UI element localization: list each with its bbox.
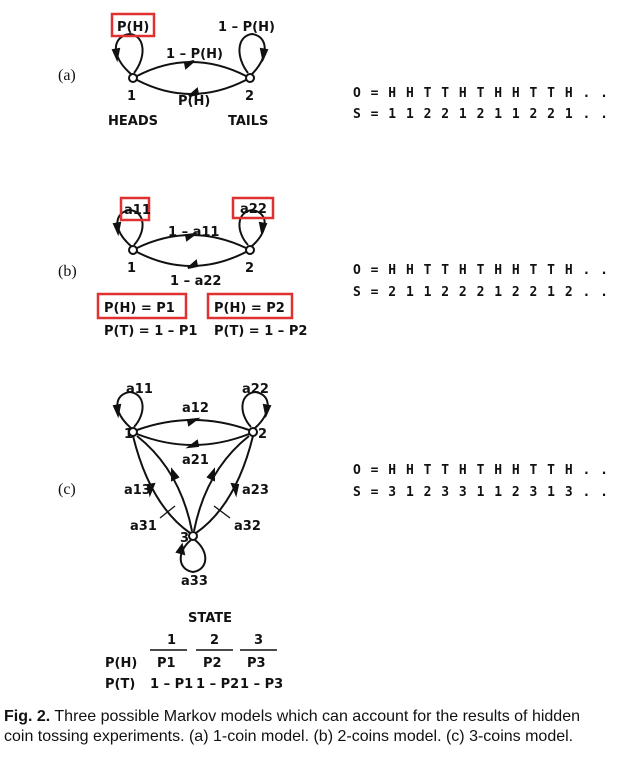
arrow-1-to-2 (183, 60, 195, 70)
panel-b-diagram (112, 208, 268, 269)
node-3-label: 3 (180, 531, 189, 546)
a22-label: a22 (242, 382, 269, 397)
state-table-title: STATE (188, 611, 232, 626)
self-loop-2 (241, 390, 269, 429)
a31-label: a31 (130, 519, 157, 534)
a21-label: a21 (182, 453, 209, 468)
node-1-label: 1 (127, 261, 136, 276)
arrow-3-to-2 (206, 467, 215, 482)
arrow-1-to-2 (184, 232, 199, 242)
loop-1-arrow (112, 403, 122, 419)
row-t-1: 1 – P1 (150, 677, 193, 692)
panel-c-diagram (112, 390, 272, 574)
panel-a-diagram (111, 32, 269, 97)
table-col-3: 3 (254, 633, 263, 648)
pt-2-label: P(T) = 1 – P2 (214, 324, 307, 339)
state-1-node (128, 245, 138, 255)
a13-label: a13 (124, 483, 151, 498)
loop-2-label: 1 – P(H) (218, 20, 275, 35)
arrow-3-to-1 (171, 467, 180, 482)
state-2-node (245, 245, 255, 255)
ph-1-label: P(H) = P1 (104, 301, 175, 316)
edge-2-to-1 (136, 79, 247, 95)
leader-a31 (159, 505, 176, 519)
table-col-2: 2 (210, 633, 219, 648)
node-2-label: 2 (245, 89, 254, 104)
leader-a32 (213, 505, 231, 519)
state-table: STATE 1 2 3 P(H) P1 P2 P3 P(T) 1 – P1 1 … (105, 611, 283, 692)
a12-label: a12 (182, 401, 209, 416)
arrow-1-to-2 (186, 417, 201, 427)
row-h-3: P3 (247, 656, 266, 671)
arrow-2-to-1 (185, 439, 200, 449)
row-t-2: 1 – P2 (196, 677, 239, 692)
state-seq-a: S = 1 1 2 2 1 2 1 1 2 2 1 . . . (353, 107, 617, 122)
edge-2-1-label: P(H) (178, 94, 210, 109)
loop-1-arrow (111, 47, 121, 63)
row-h-1: P1 (157, 656, 176, 671)
row-t-3: 1 – P3 (240, 677, 283, 692)
row-h-2: P2 (203, 656, 222, 671)
table-col-1: 1 (167, 633, 176, 648)
highlight-box-a11 (119, 196, 151, 222)
panel-c-tag: (c) (58, 481, 76, 498)
panel-a-tag: (a) (58, 67, 76, 84)
edge-1-to-3 (132, 435, 191, 534)
node-1-label: 1 (124, 427, 133, 442)
a32-label: a32 (234, 519, 261, 534)
loop-1-label: P(H) (117, 20, 149, 35)
loop-1-label: a11 (124, 203, 151, 218)
loop-1-arrow (112, 221, 122, 237)
loop-2-label: a22 (240, 202, 267, 217)
ph-2-label: P(H) = P2 (214, 301, 285, 316)
state-2-node (248, 427, 258, 437)
panel-b-tag: (b) (58, 263, 77, 280)
highlight-box-a22 (231, 196, 275, 220)
caption-label: Fig. 2. (4, 708, 51, 725)
loop-2-arrow (259, 47, 269, 63)
self-loop-1 (116, 208, 144, 247)
arrow-2-to-1 (188, 87, 200, 97)
self-loop-1 (115, 32, 144, 75)
edge-1-2-label: 1 – a11 (168, 225, 219, 240)
loop-3-arrow (175, 542, 186, 556)
arrow-2-to-3 (230, 482, 240, 498)
tails-label: TAILS (228, 114, 268, 129)
edge-2-1-label: 1 – a22 (170, 274, 221, 289)
state-2-node (245, 73, 255, 83)
a23-label: a23 (242, 483, 269, 498)
row-h-label: P(H) (105, 656, 137, 671)
state-3-node (188, 531, 198, 541)
a33-label: a33 (181, 574, 208, 589)
highlight-box-p2 (206, 292, 294, 320)
edge-2-to-3 (195, 435, 254, 534)
node-2-label: 2 (245, 261, 254, 276)
state-seq-b: S = 2 1 1 2 2 2 1 2 2 1 2 . . . (353, 285, 617, 300)
loop-2-arrow (258, 221, 268, 237)
node-2-label: 2 (258, 427, 267, 442)
state-seq-c: S = 3 1 2 3 3 1 1 2 3 1 3 . . . (353, 485, 617, 500)
figure-caption: Fig. 2. Three possible Markov models whi… (4, 707, 604, 747)
heads-label: HEADS (108, 114, 158, 129)
a11-label: a11 (126, 382, 153, 397)
caption-text: Three possible Markov models which can a… (4, 708, 580, 745)
self-loop-1 (116, 390, 144, 429)
obs-seq-c: O = H H T T H T H H T T H . . . (353, 463, 617, 478)
obs-seq-a: O = H H T T H T H H T T H . . . (353, 86, 617, 101)
obs-seq-b: O = H H T T H T H H T T H . . . (353, 263, 617, 278)
node-1-label: 1 (127, 89, 136, 104)
arrow-2-to-1 (187, 259, 199, 269)
loop-2-arrow (262, 403, 272, 419)
row-t-label: P(T) (105, 677, 135, 692)
highlight-box-a-ph (110, 12, 156, 38)
highlight-box-p1 (96, 292, 188, 320)
arrow-1-to-3 (146, 482, 156, 498)
edge-1-2-label: 1 – P(H) (166, 47, 223, 62)
markov-models-figure: (a) P(H) 1 – P(H) 1 – P(H) P(H) 1 2 HEAD… (58, 12, 617, 692)
pt-1-label: P(T) = 1 – P1 (104, 324, 197, 339)
self-loop-2 (238, 32, 266, 75)
edge-3-to-2 (193, 435, 250, 532)
state-1-node (128, 73, 138, 83)
